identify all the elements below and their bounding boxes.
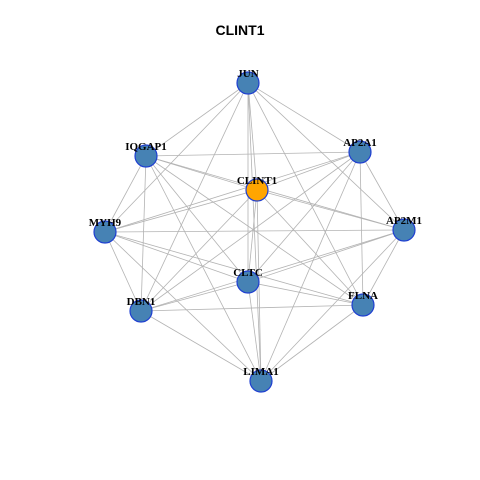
node-label-ap2m1: AP2M1 — [386, 215, 422, 227]
node-label-ap2a1: AP2A1 — [343, 137, 377, 149]
node-label-clint1: CLINT1 — [237, 175, 277, 187]
node-label-myh9: MYH9 — [89, 217, 122, 229]
edge-iqgap1-clint1 — [145, 155, 258, 191]
edge-jun-iqgap1 — [145, 82, 249, 157]
edge-myh9-clint1 — [104, 189, 258, 233]
edge-lima1-cltc — [247, 281, 262, 382]
edge-flna-cltc — [247, 281, 364, 306]
node-label-dbn1: DBN1 — [127, 296, 156, 308]
node-lima1 — [249, 369, 273, 393]
edge-ap2a1-cltc — [247, 151, 361, 283]
edge-flna-myh9 — [104, 231, 364, 306]
edge-ap2m1-iqgap1 — [145, 155, 405, 231]
edge-myh9-iqgap1 — [104, 155, 147, 233]
node-myh9 — [93, 220, 117, 244]
edge-dbn1-iqgap1 — [140, 155, 147, 312]
edge-ap2a1-clint1 — [256, 151, 361, 191]
node-label-jun: JUN — [237, 68, 258, 80]
edge-jun-flna — [247, 82, 364, 306]
edge-iqgap1-cltc — [145, 155, 249, 283]
node-flna — [351, 293, 375, 317]
edge-jun-dbn1 — [140, 82, 249, 312]
edge-ap2a1-dbn1 — [140, 151, 361, 312]
edge-ap2m1-myh9 — [104, 229, 405, 233]
edge-clint1-cltc — [247, 189, 258, 283]
edge-ap2a1-ap2m1 — [359, 151, 405, 231]
edge-ap2a1-flna — [359, 151, 364, 306]
edge-ap2a1-lima1 — [260, 151, 361, 382]
node-layer — [93, 71, 416, 393]
edge-jun-myh9 — [104, 82, 249, 233]
edge-ap2m1-cltc — [247, 229, 405, 283]
node-label-flna: FLNA — [348, 290, 378, 302]
node-iqgap1 — [134, 144, 158, 168]
edge-dbn1-myh9 — [104, 231, 142, 312]
edge-ap2m1-flna — [362, 229, 405, 306]
edge-ap2m1-dbn1 — [140, 229, 405, 312]
edge-jun-ap2m1 — [247, 82, 405, 231]
node-cltc — [236, 270, 260, 294]
edge-ap2a1-myh9 — [104, 151, 361, 233]
node-clint1 — [245, 178, 269, 202]
node-dbn1 — [129, 299, 153, 323]
node-ap2m1 — [392, 218, 416, 242]
edge-dbn1-cltc — [140, 281, 249, 312]
node-ap2a1 — [348, 140, 372, 164]
edge-lima1-myh9 — [104, 231, 262, 382]
edge-flna-lima1 — [260, 304, 364, 382]
edge-jun-clint1 — [247, 82, 258, 191]
edge-flna-dbn1 — [140, 304, 364, 312]
chart-title: CLINT1 — [215, 22, 265, 38]
edge-ap2m1-clint1 — [256, 189, 405, 231]
edge-flna-clint1 — [256, 189, 364, 306]
edge-ap2a1-iqgap1 — [145, 151, 361, 157]
edge-jun-ap2a1 — [247, 82, 361, 153]
node-label-cltc: CLTC — [233, 267, 263, 279]
node-label-lima1: LIMA1 — [243, 366, 278, 378]
node-label-iqgap1: IQGAP1 — [125, 141, 167, 153]
edge-lima1-iqgap1 — [145, 155, 262, 382]
edge-jun-lima1 — [247, 82, 262, 382]
edge-flna-iqgap1 — [145, 155, 364, 306]
edge-lima1-dbn1 — [140, 310, 262, 382]
edge-myh9-cltc — [104, 231, 249, 283]
node-jun — [236, 71, 260, 95]
edge-layer — [104, 82, 405, 382]
edge-dbn1-clint1 — [140, 189, 258, 312]
